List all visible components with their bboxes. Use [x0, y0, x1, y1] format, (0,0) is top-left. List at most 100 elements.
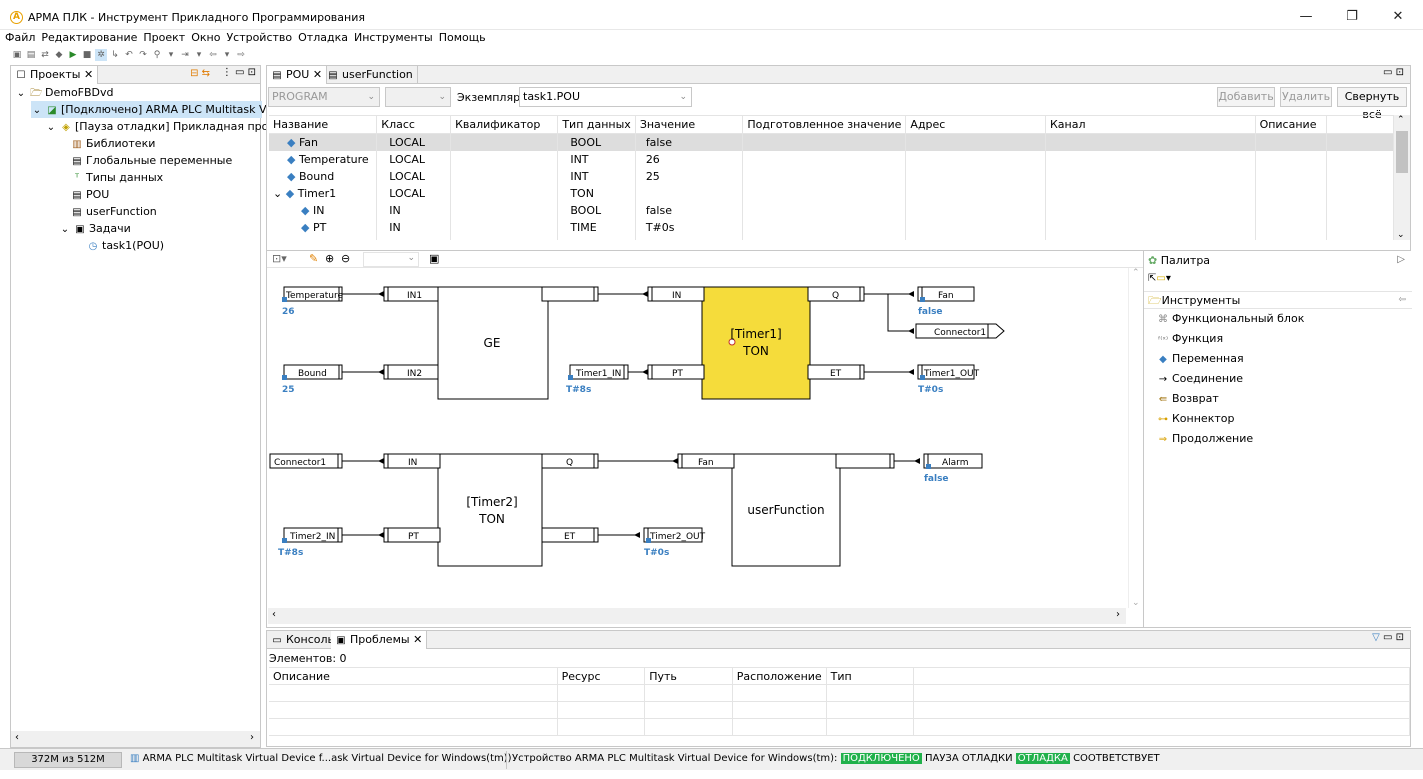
cell-value[interactable]: T#0s [635, 219, 744, 236]
delete-button[interactable]: Удалить [1280, 87, 1332, 107]
palette-variable[interactable]: ◆Переменная [1157, 350, 1243, 368]
menu-project[interactable]: Проект [143, 31, 186, 44]
layout-icon[interactable]: ⊡▾ [272, 252, 287, 265]
zoom-out-icon[interactable]: ⊖ [341, 252, 351, 265]
table-row[interactable]: ◆ Fan LOCAL BOOL false [269, 133, 1394, 151]
palette-function[interactable]: ᶠ⁽ˣ⁾Функция [1157, 330, 1223, 348]
tree-item-pou[interactable]: ▤POU [71, 186, 109, 203]
tab-userfunction[interactable]: ▤userFunction [323, 66, 418, 84]
col-address[interactable]: Адрес [905, 116, 1046, 134]
view-controls-icon[interactable]: ⋮ ▭ ⊡ [221, 67, 256, 78]
view-controls-icon[interactable]: ▽ ▭ ⊡ [1372, 632, 1404, 643]
fbd-hscrollbar[interactable]: ‹ › [268, 608, 1126, 624]
palette-return[interactable]: ⇚Возврат [1157, 390, 1219, 408]
close-icon[interactable]: ✕ [312, 68, 323, 81]
tree-item-userfunction[interactable]: ▤userFunction [71, 203, 157, 220]
add-button[interactable]: Добавить [1217, 87, 1275, 107]
col-type[interactable]: Тип данных [557, 116, 636, 134]
menu-tools[interactable]: Инструменты [353, 31, 433, 44]
fbd-block-timer1[interactable]: IN PT Q ET [Timer1] TON [647, 286, 865, 400]
fbd-continuation-connector1[interactable]: Connector1 [269, 453, 343, 469]
tab-console[interactable]: ▭Консоль [267, 631, 340, 649]
menu-edit[interactable]: Редактирование [41, 31, 138, 44]
cell-value[interactable]: false [635, 202, 744, 219]
fbd-block-timer2[interactable]: IN PT Q ET [Timer2] TON [383, 453, 599, 567]
fbd-connector1[interactable]: Connector1 [915, 323, 1005, 339]
table-vscrollbar[interactable]: ⌃ ⌄ [1394, 115, 1410, 240]
collapse-icon[interactable]: ⊟ ⇆ [190, 68, 210, 79]
tree-item-globals[interactable]: ▤Глобальные переменные [71, 152, 232, 169]
col-description[interactable]: Описание [269, 667, 558, 685]
tab-projects[interactable]: ☐Проекты ✕ [11, 66, 99, 84]
cell-value[interactable]: 25 [635, 168, 744, 185]
view-controls-icon[interactable]: ▭ ⊡ [1382, 67, 1404, 78]
back-icon[interactable]: ⇦ [209, 50, 217, 60]
filter-icon[interactable]: ▽ [1372, 632, 1380, 643]
build-icon[interactable]: ◆ [55, 50, 63, 60]
projects-hscrollbar[interactable]: ‹› [11, 731, 260, 747]
pointer-icon[interactable]: ⇱ [1148, 273, 1157, 284]
dropdown-icon[interactable]: ▾ [224, 50, 230, 60]
undo-icon[interactable]: ↶ [125, 50, 133, 60]
col-prepared[interactable]: Подготовленное значение [742, 116, 907, 134]
brush-icon[interactable]: ✎ [309, 252, 319, 265]
table-row[interactable]: ◆ Bound LOCAL INT 25 [269, 168, 1394, 185]
fbd-var-timer2-in[interactable]: Timer2_IN T#8s [278, 527, 343, 558]
close-button[interactable]: ✕ [1392, 9, 1404, 24]
table-row[interactable]: ◆ Q OUT BOOL false [269, 236, 1394, 240]
save-icon[interactable]: ▣ [12, 50, 22, 60]
memory-indicator[interactable]: 372M из 512M [14, 752, 122, 768]
debug-icon[interactable]: ✲ [95, 49, 107, 61]
tree-item-tasks[interactable]: ⌄▣Задачи [59, 220, 131, 237]
collapse-all-button[interactable]: Свернуть всё [1337, 87, 1407, 121]
program-combo[interactable]: PROGRAM⌄ [268, 87, 380, 107]
tree-item-demo[interactable]: ⌄🗁DemoFBDvd [15, 84, 114, 101]
col-type[interactable]: Тип [826, 667, 915, 685]
tree-item-app[interactable]: ⌄◈[Пауза отладки] Прикладная програ [45, 118, 288, 135]
dropdown-icon[interactable]: ▾ [168, 50, 174, 60]
type-combo[interactable]: ⌄ [385, 87, 451, 107]
fbd-var-timer2-out[interactable]: Timer2_OUT T#0s [643, 527, 706, 558]
pin-icon[interactable]: ⇦ [1398, 295, 1406, 305]
col-value[interactable]: Значение [635, 116, 744, 134]
instance-combo[interactable]: task1.POU⌄ [519, 87, 692, 107]
fbd-vscrollbar[interactable]: ⌃ ⌄ [1128, 268, 1143, 608]
fbd-var-fan[interactable]: Fan false [917, 286, 975, 317]
cell-value[interactable]: false [635, 236, 744, 240]
tree-item-libraries[interactable]: ▥Библиотеки [71, 135, 155, 152]
dropdown-icon[interactable]: ▾ [196, 50, 202, 60]
stop-icon[interactable]: ■ [82, 50, 92, 60]
chevron-down-icon[interactable]: ⌄ [273, 187, 286, 200]
col-class[interactable]: Класс [376, 116, 452, 134]
close-icon[interactable]: ✕ [84, 68, 94, 81]
redo-icon[interactable]: ↷ [139, 50, 147, 60]
fbd-var-timer1-out[interactable]: Timer1_OUT T#0s [917, 364, 980, 395]
fbd-block-userfunction[interactable]: Fan userFunction [677, 453, 895, 567]
cell-value[interactable] [635, 185, 744, 202]
col-channel[interactable]: Канал [1045, 116, 1256, 134]
save-all-icon[interactable]: ▤ [26, 50, 36, 60]
zoom-combo[interactable]: ⌄ [363, 252, 419, 267]
step-icon[interactable]: ↳ [111, 50, 119, 60]
menu-help[interactable]: Помощь [438, 31, 486, 44]
fbd-var-alarm[interactable]: Alarm false [923, 453, 983, 484]
minimize-button[interactable]: — [1299, 9, 1313, 24]
tab-pou[interactable]: ▤POU ✕ [267, 66, 328, 84]
col-path[interactable]: Путь [644, 667, 733, 685]
menu-debug[interactable]: Отладка [298, 31, 348, 44]
tab-problems[interactable]: ▣Проблемы ✕ [331, 631, 428, 649]
fbd-var-timer1-in[interactable]: Timer1_IN T#8s [566, 364, 629, 395]
table-row[interactable]: ◆ IN IN BOOL false [269, 202, 1394, 219]
scroll-thumb[interactable] [1396, 131, 1408, 173]
maximize-button[interactable]: ❐ [1346, 9, 1358, 24]
palette-connection[interactable]: →Соединение [1157, 370, 1243, 388]
close-icon[interactable]: ✕ [413, 633, 423, 646]
palette-connector[interactable]: ⊶Коннектор [1157, 410, 1234, 428]
run-icon[interactable]: ▶ [69, 50, 77, 60]
tree-item-task1[interactable]: ◷task1(POU) [87, 237, 164, 254]
palette-continuation[interactable]: ⇒Продолжение [1157, 430, 1253, 448]
col-description[interactable]: Описание [1255, 116, 1328, 134]
chevron-right-icon[interactable]: ▷ [1397, 254, 1405, 265]
search-icon[interactable]: ⚲ [153, 50, 161, 60]
